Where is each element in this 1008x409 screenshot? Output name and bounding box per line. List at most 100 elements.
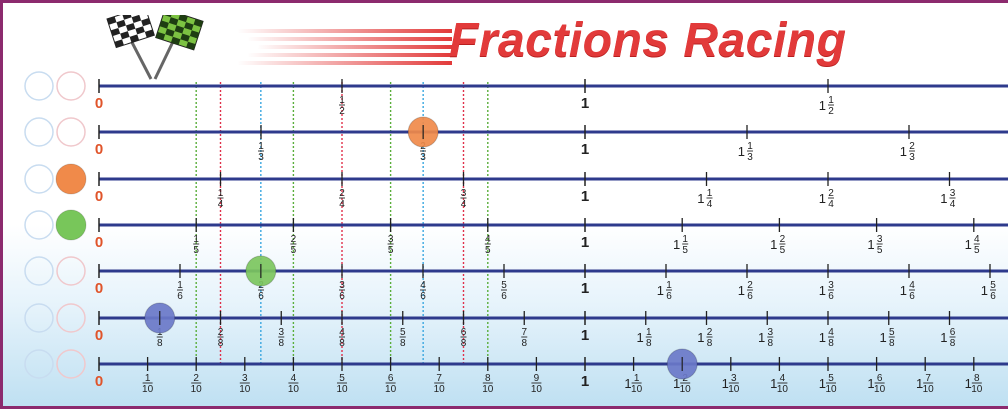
fraction-denominator: 4: [218, 199, 224, 210]
fraction-numerator: 8: [485, 373, 491, 384]
fraction-denominator: 8: [400, 338, 406, 349]
label-one: 1: [581, 280, 589, 297]
start-slot-blue[interactable]: [24, 349, 54, 379]
fraction-numerator: 7: [436, 373, 442, 384]
fraction-whole: 1: [867, 376, 874, 391]
fraction-denominator: 4: [950, 199, 956, 210]
fraction-label: 310: [239, 373, 251, 395]
fraction-label: 25: [290, 234, 297, 256]
fraction-denominator: 8: [157, 338, 163, 349]
fraction-label: 46: [420, 280, 426, 302]
fraction-whole: 1: [770, 376, 777, 391]
fraction-denominator: 8: [950, 338, 956, 349]
fraction-denominator: 5: [485, 245, 491, 256]
fraction-numerator: 2: [780, 234, 786, 245]
fraction-denominator: 8: [278, 338, 284, 349]
fraction-denominator: 8: [889, 338, 895, 349]
fraction-whole: 1: [819, 283, 826, 298]
fraction-denominator: 5: [193, 245, 199, 256]
fraction-numerator: 1: [193, 234, 199, 245]
fraction-whole: 1: [965, 237, 972, 252]
fraction-denominator: 6: [990, 291, 996, 302]
fraction-whole: 1: [819, 191, 826, 206]
fraction-numerator: 1: [218, 188, 224, 199]
start-slot-red[interactable]: [56, 349, 86, 379]
fraction-label: 910: [531, 373, 543, 395]
start-slot-blue[interactable]: [24, 210, 54, 240]
fraction-numerator: 5: [501, 280, 507, 291]
fraction-numerator: 6: [950, 327, 956, 338]
start-slot-red[interactable]: [56, 71, 86, 101]
start-slot-blue[interactable]: [24, 71, 54, 101]
fraction-denominator: 10: [923, 384, 935, 395]
fraction-whole: 1: [819, 330, 826, 345]
label-one: 1: [581, 95, 589, 112]
start-slot-blue[interactable]: [24, 303, 54, 333]
fraction-numerator: 3: [242, 373, 248, 384]
fraction-numerator: 4: [485, 234, 491, 245]
number-line-3: 011323113123: [95, 125, 1008, 163]
fraction-numerator: 2: [218, 327, 224, 338]
fraction-label: 56: [501, 280, 507, 302]
fraction-denominator: 4: [461, 199, 467, 210]
fraction-label: 36: [339, 280, 345, 302]
fraction-denominator: 10: [191, 384, 203, 395]
fraction-whole: 1: [965, 376, 972, 391]
label-zero: 0: [95, 280, 103, 297]
fraction-numerator: 6: [388, 373, 394, 384]
fraction-denominator: 6: [258, 291, 264, 302]
fraction-denominator: 3: [258, 152, 264, 163]
fraction-denominator: 6: [747, 291, 753, 302]
fraction-denominator: 5: [780, 245, 786, 256]
label-zero: 0: [95, 327, 103, 344]
start-slot-blue[interactable]: [24, 164, 54, 194]
fraction-label: 38: [278, 327, 284, 349]
fraction-numerator: 2: [193, 373, 199, 384]
fraction-numerator: 2: [339, 188, 345, 199]
start-slot-blue[interactable]: [24, 117, 54, 147]
fraction-denominator: 6: [909, 291, 915, 302]
fraction-whole: 1: [867, 237, 874, 252]
fraction-denominator: 4: [707, 199, 713, 210]
fraction-whole: 1: [722, 376, 729, 391]
fraction-label: 14: [217, 188, 224, 210]
fraction-numerator: 2: [707, 327, 713, 338]
fraction-numerator: 2: [828, 188, 834, 199]
fraction-numerator: 1: [747, 141, 753, 152]
fraction-numerator: 3: [950, 188, 956, 199]
start-slot-red[interactable]: [56, 117, 86, 147]
fraction-label: 610: [385, 373, 397, 395]
start-token-green[interactable]: [55, 209, 87, 241]
start-slot-red[interactable]: [56, 303, 86, 333]
fraction-label: 710: [434, 373, 446, 395]
fraction-whole: 1: [738, 144, 745, 159]
start-token-orange[interactable]: [55, 163, 87, 195]
fraction-whole: 1: [940, 330, 947, 345]
start-slot-red[interactable]: [56, 256, 86, 286]
fraction-denominator: 8: [521, 338, 527, 349]
fraction-denominator: 8: [646, 338, 652, 349]
fraction-label: 810: [482, 373, 494, 395]
fraction-label: 13: [258, 141, 264, 163]
fraction-numerator: 2: [747, 280, 753, 291]
start-slot-blue[interactable]: [24, 256, 54, 286]
fraction-label: 28: [217, 327, 224, 349]
fraction-numerator: 4: [828, 327, 834, 338]
fraction-label: 16: [177, 280, 183, 302]
fraction-numerator: 5: [400, 327, 406, 338]
fraction-denominator: 6: [420, 291, 426, 302]
fraction-numerator: 2: [909, 141, 915, 152]
fraction-numerator: 7: [521, 327, 527, 338]
label-one: 1: [581, 234, 589, 251]
label-one: 1: [581, 141, 589, 158]
